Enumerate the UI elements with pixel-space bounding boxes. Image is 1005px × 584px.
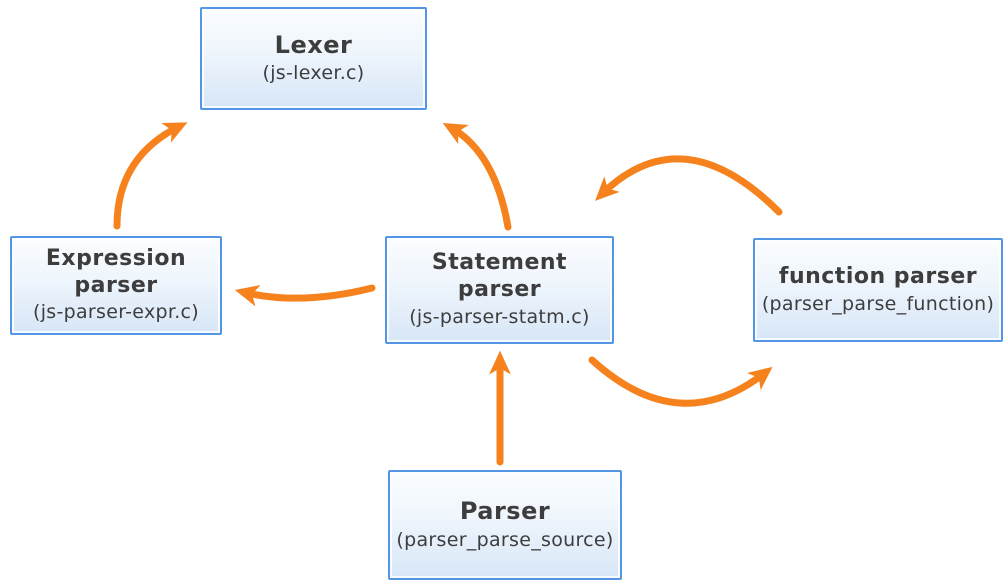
arrow-statement-parser-to-function-parser <box>588 356 773 407</box>
node-parser-title: Parser <box>459 497 551 526</box>
node-parser: Parser (parser_parse_source) <box>388 470 622 580</box>
node-statement-parser: Statement parser (js-parser-statm.c) <box>385 236 614 344</box>
node-expression-parser-subtitle: (js-parser-expr.c) <box>32 301 200 324</box>
arrow-statement-parser-to-expression-parser <box>234 284 376 307</box>
node-statement-parser-subtitle: (js-parser-statm.c) <box>409 305 590 328</box>
node-lexer: Lexer (js-lexer.c) <box>200 7 427 110</box>
node-function-parser-title: function parser <box>778 263 978 289</box>
node-parser-subtitle: (parser_parse_source) <box>396 528 614 551</box>
node-expression-parser: Expression parser (js-parser-expr.c) <box>10 236 222 335</box>
node-function-parser: function parser (parser_parse_function) <box>753 238 1003 342</box>
node-function-parser-subtitle: (parser_parse_function) <box>761 292 995 315</box>
arrow-function-parser-to-statement-parser <box>595 155 783 216</box>
node-lexer-subtitle: (js-lexer.c) <box>262 62 365 85</box>
node-expression-parser-title: Expression parser <box>45 245 187 298</box>
arrow-statement-parser-to-lexer <box>442 122 512 231</box>
node-statement-parser-title: Statement parser <box>431 250 568 303</box>
arrow-expression-parser-to-lexer <box>113 122 188 230</box>
node-lexer-title: Lexer <box>274 30 353 59</box>
